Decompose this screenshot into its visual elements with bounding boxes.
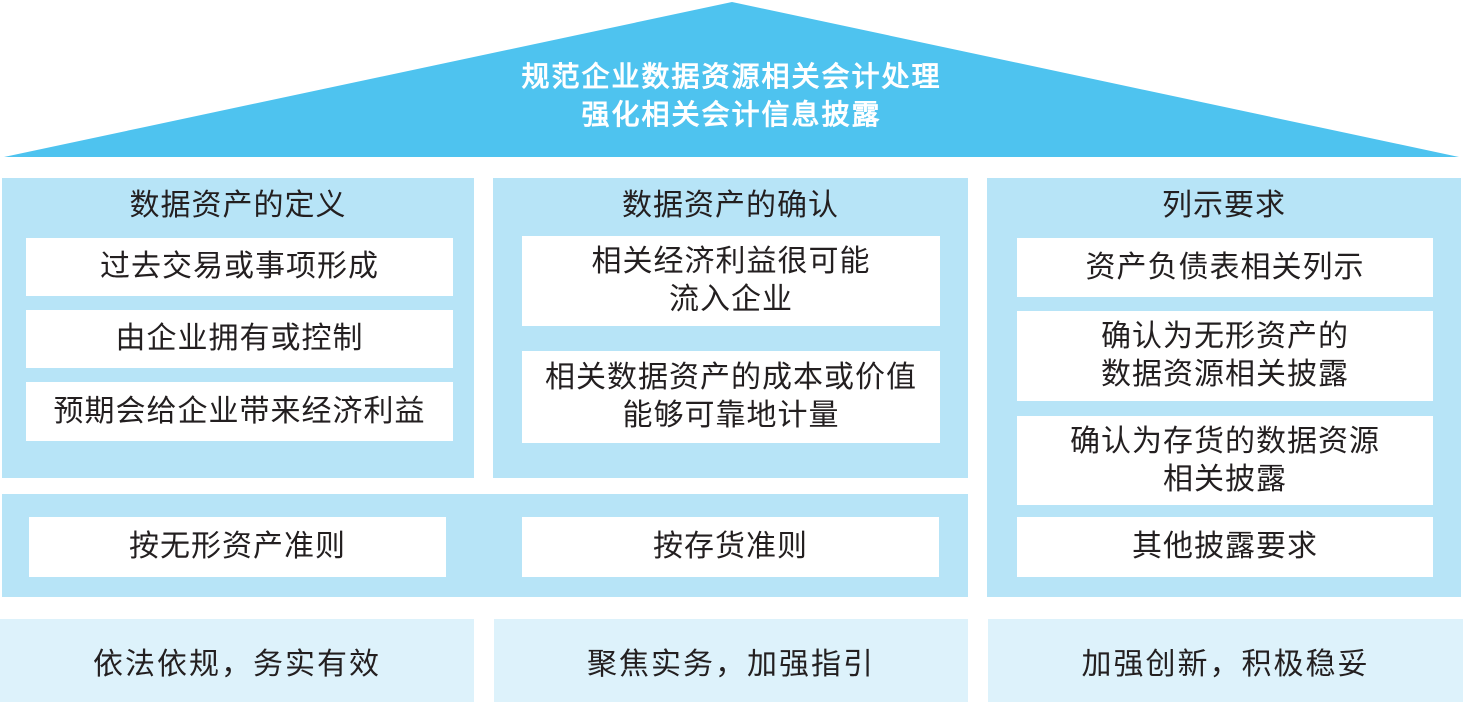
principle-text: 依法依规，务实有效 (93, 646, 381, 682)
inventory-standard-box: 按存货准则 (522, 517, 939, 577)
presentation-item-line1: 确认为无形资产的 (1101, 319, 1349, 354)
presentation-item-line2: 数据资源相关披露 (1101, 357, 1349, 392)
principle-text: 聚焦实务，加强指引 (587, 646, 875, 682)
presentation-item-line1: 确认为存货的数据资源 (1070, 423, 1380, 459)
principle-base: 依法依规，务实有效 (0, 619, 474, 702)
roof-title: 规范企业数据资源相关会计处理 强化相关会计信息披露 (0, 58, 1463, 134)
definition-item-text: 由企业拥有或控制 (115, 321, 364, 356)
recognition-item: 相关经济利益很可能 流入企业 (522, 236, 940, 326)
presentation-item: 资产负债表相关列示 (1017, 238, 1433, 297)
roof-title-line2: 强化相关会计信息披露 (581, 98, 882, 131)
definition-item: 预期会给企业带来经济利益 (26, 382, 453, 441)
presentation-item: 确认为无形资产的 数据资源相关披露 (1017, 311, 1433, 401)
recognition-item-line1: 相关经济利益很可能 (591, 244, 871, 279)
principle-base: 聚焦实务，加强指引 (494, 619, 968, 702)
definition-item-text: 预期会给企业带来经济利益 (53, 393, 426, 429)
recognition-item-line1: 相关数据资产的成本或价值 (545, 360, 917, 395)
recognition-item: 相关数据资产的成本或价值 能够可靠地计量 (522, 351, 940, 443)
presentation-title: 列示要求 (1162, 188, 1286, 223)
definition-item: 由企业拥有或控制 (26, 310, 453, 368)
intangible-standard-box: 按无形资产准则 (29, 517, 446, 577)
principle-base: 加强创新，积极稳妥 (988, 619, 1463, 702)
presentation-item: 其他披露要求 (1017, 517, 1433, 577)
presentation-item-line1: 其他披露要求 (1132, 529, 1318, 564)
presentation-item-line2: 相关披露 (1163, 461, 1287, 497)
roof-title-line1: 规范企业数据资源相关会计处理 (521, 60, 942, 93)
presentation-item: 确认为存货的数据资源 相关披露 (1017, 416, 1433, 505)
roof-triangle (4, 2, 1459, 157)
presentation-item-line1: 资产负债表相关列示 (1085, 249, 1365, 285)
intangible-standard-text: 按无形资产准则 (129, 529, 346, 564)
recognition-item-line2: 流入企业 (669, 282, 793, 317)
definition-title: 数据资产的定义 (129, 188, 347, 223)
definition-item-text: 过去交易或事项形成 (100, 249, 379, 284)
inventory-standard-text: 按存货准则 (653, 529, 808, 564)
roof (4, 2, 1459, 157)
definition-item: 过去交易或事项形成 (26, 238, 453, 296)
recognition-title: 数据资产的确认 (622, 188, 839, 223)
recognition-item-line2: 能够可靠地计量 (622, 398, 840, 433)
principle-text: 加强创新，积极稳妥 (1081, 646, 1370, 682)
